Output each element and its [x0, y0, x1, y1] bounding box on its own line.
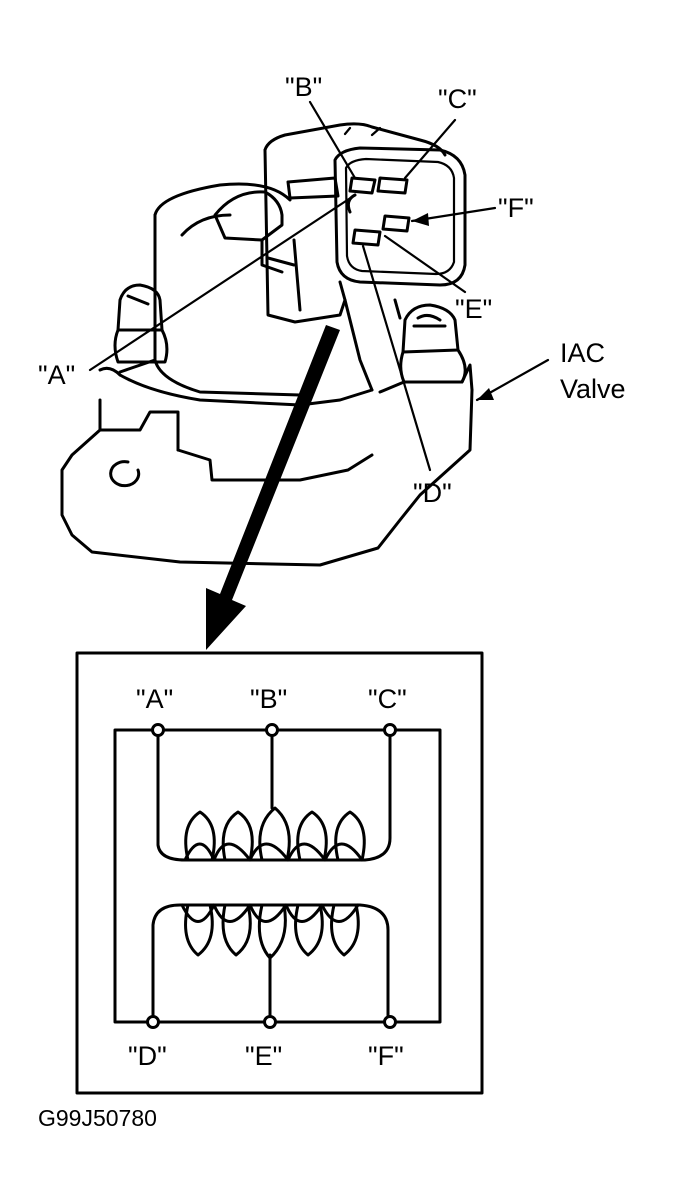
terminal-c-label: "C": [368, 684, 407, 714]
terminal-e-label: "E": [245, 1041, 282, 1071]
iac-label-line1: IAC: [560, 338, 605, 368]
callout-a-label: "A": [38, 360, 75, 390]
callout-e-label: "E": [455, 294, 492, 324]
terminal-b-label: "B": [250, 684, 287, 714]
terminal-dots: [146, 723, 397, 1029]
terminal-f-label: "F": [368, 1041, 404, 1071]
schematic-wiring-loop: [113, 728, 442, 1024]
coil-schematic: "A" "B" "C" "D" "E" "F": [75, 651, 484, 1095]
schematic-frame: [75, 651, 484, 1095]
iac-valve-drawing: [60, 122, 474, 567]
callout-d-label: "D": [413, 478, 452, 508]
valve-callout-labels: "B" "C" "F" "E" "A" "D" IAC Valve: [38, 72, 626, 508]
figure-code: G99J50780: [38, 1105, 157, 1131]
lower-coil: [180, 903, 360, 960]
terminal-a-label: "A": [136, 684, 173, 714]
callout-b-label: "B": [285, 72, 322, 102]
iac-label-line2: Valve: [560, 374, 626, 404]
zoom-arrow: [206, 325, 340, 650]
upper-coil: [183, 806, 366, 862]
callout-f-label: "F": [498, 193, 534, 223]
callout-leaders: [88, 100, 550, 472]
callout-c-label: "C": [438, 84, 477, 114]
terminal-d-label: "D": [128, 1041, 167, 1071]
